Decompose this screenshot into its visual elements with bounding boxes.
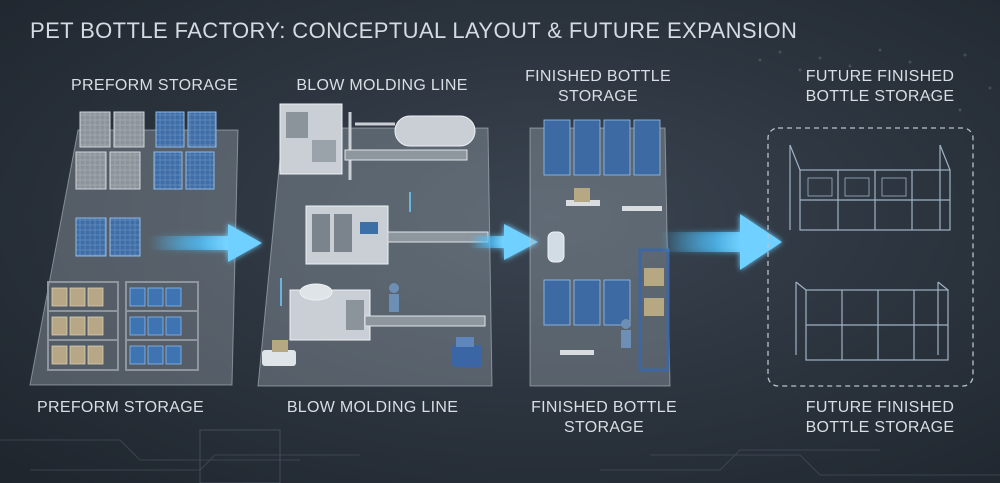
flow-arrow-to-future-expansion: [660, 214, 782, 270]
label-future-storage-bottom-line2: BOTTLE STORAGE: [805, 419, 955, 436]
preform-loader-machine: [289, 283, 371, 341]
pallet-rack-tall: [638, 248, 670, 372]
single-bottle: [547, 231, 565, 263]
air-tank: [348, 112, 476, 180]
worker-figure: [621, 319, 631, 348]
forklift-white: [262, 340, 296, 366]
finished-bottle-panel: [529, 119, 671, 387]
blow-molding-machine: [305, 205, 389, 265]
pallet-jack: [560, 200, 662, 355]
flow-arrow-blow-to-finished: [470, 224, 538, 260]
label-finished-bottle-storage-bottom-line2: STORAGE: [563, 419, 645, 436]
preform-rack-blue: [125, 281, 199, 371]
label-future-storage-bottom-line1: FUTURE FINISHED: [805, 399, 955, 416]
blue-preform-crate: [75, 111, 217, 257]
conveyor-top: [344, 149, 468, 161]
gray-preform-crate: [75, 111, 145, 190]
label-finished-bottle-storage-top-line2: STORAGE: [557, 88, 639, 105]
label-preform-storage-top: PREFORM STORAGE: [71, 77, 238, 94]
diagram-title: PET BOTTLE FACTORY: CONCEPTUAL LAYOUT & …: [30, 18, 798, 43]
bottle-pallet: [543, 119, 661, 326]
flow-arrow-preform-to-blow: [150, 224, 262, 262]
label-future-storage-top-line2: BOTTLE STORAGE: [805, 88, 955, 105]
air-compressor: [279, 103, 343, 175]
conveyor-bottom: [364, 315, 486, 327]
label-finished-bottle-storage-top-line1: FINISHED BOTTLE: [525, 68, 671, 85]
label-preform-storage-bottom: PREFORM STORAGE: [37, 399, 204, 416]
future-expansion-zone: [767, 127, 974, 387]
cardboard-box: [574, 188, 590, 202]
world-map-background: [758, 48, 992, 112]
label-blow-molding-line-top: BLOW MOLDING LINE: [296, 77, 468, 94]
blow-molding-panel: [257, 103, 493, 387]
forklift-blue: [452, 337, 482, 367]
label-blow-molding-line-bottom: BLOW MOLDING LINE: [286, 399, 459, 416]
label-future-storage-top-line1: FUTURE FINISHED: [805, 68, 955, 85]
preform-rack-tan: [47, 281, 119, 371]
label-finished-bottle-storage-bottom-line1: FINISHED BOTTLE: [531, 399, 677, 416]
circuit-traces-background: [0, 429, 1000, 483]
operator-figure: [389, 283, 399, 312]
future-rack-bottom: [795, 281, 949, 361]
preform-storage-panel: [29, 111, 239, 386]
future-rack-top: [789, 144, 951, 231]
